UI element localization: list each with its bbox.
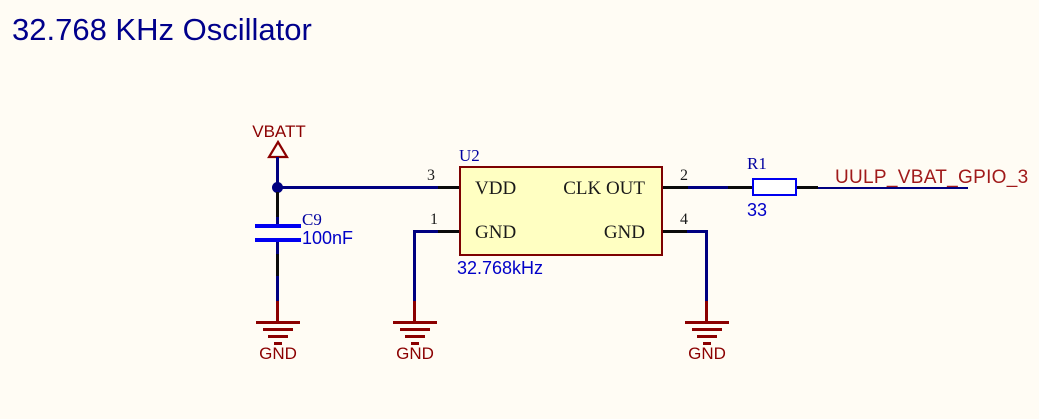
wire-cap-mid (276, 242, 279, 254)
pin3-stub (438, 186, 459, 189)
wire-pin4-drop (705, 230, 708, 302)
wire-pin2-to-r1 (688, 186, 728, 189)
pin-number-3: 3 (427, 167, 435, 184)
pin-name-gnd-left: GND (475, 222, 517, 243)
capacitor-plate-bottom[interactable] (255, 238, 301, 242)
capacitor-plate-top[interactable] (255, 224, 301, 228)
gnd3-stub (705, 301, 708, 322)
pin-name-clkout: CLK OUT (563, 178, 645, 199)
wire-gnd-to-pin1 (413, 230, 438, 233)
oscillator-body[interactable]: VDD CLK OUT GND GND (459, 166, 663, 256)
pin-name-gnd-right: GND (603, 222, 645, 243)
pin-number-2: 2 (680, 167, 688, 184)
resistor-designator: R1 (747, 154, 767, 173)
wire-cap-top (276, 217, 279, 225)
power-port-label: VBATT (252, 122, 306, 141)
gnd1-label: GND (259, 344, 297, 363)
capacitor-value: 100nF (302, 228, 354, 248)
capacitor-designator: C9 (302, 210, 322, 229)
pin-number-1: 1 (430, 211, 438, 228)
pin-number-4: 4 (680, 211, 688, 228)
r1-left-pin (728, 186, 752, 189)
cap-bottom-pin (276, 254, 279, 276)
cap-top-pin (276, 192, 279, 217)
pin-name-vdd: VDD (475, 178, 517, 199)
r1-right-pin (797, 186, 818, 189)
pin1-stub (438, 230, 459, 233)
net-label[interactable]: UULP_VBAT_GPIO_3 (835, 167, 1029, 188)
resistor-value: 33 (747, 200, 768, 220)
pin4-stub (663, 230, 687, 233)
gnd1-stub (276, 301, 279, 322)
oscillator-value: 32.768kHz (457, 258, 544, 278)
gnd2-label: GND (396, 344, 434, 363)
resistor-body[interactable] (752, 178, 797, 196)
wire-r1-to-net (818, 187, 968, 189)
wire-pin4-h (687, 230, 708, 233)
wire-vbatt-drop (276, 157, 279, 187)
oscillator-designator: U2 (459, 146, 480, 165)
gnd2-stub (413, 301, 416, 322)
pin2-stub (663, 186, 688, 189)
wire-cap-to-gnd (276, 276, 279, 302)
sheet-title: 32.768 KHz Oscillator (12, 12, 312, 47)
wire-vbatt-to-vdd (277, 186, 438, 189)
gnd3-label: GND (688, 344, 726, 363)
wire-pin1-drop (413, 230, 416, 302)
